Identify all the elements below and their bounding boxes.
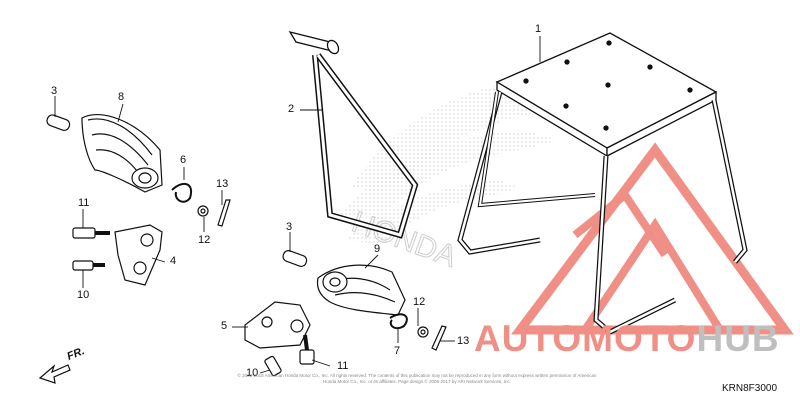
diagram-code: KRN8F3000 [722, 383, 778, 394]
leader-lines [54, 36, 541, 374]
callout-4: 4 [170, 255, 177, 267]
front-direction-arrow [38, 364, 71, 384]
stand-part-1 [457, 32, 748, 335]
callout-3-left: 3 [51, 85, 58, 97]
right-footpeg-assembly [244, 250, 447, 377]
copyright-notice: © 2002-2018 American Honda Motor Co., In… [237, 373, 597, 384]
callout-11-left: 11 [78, 197, 90, 209]
callout-10-left: 10 [77, 289, 90, 301]
callout-1: 1 [535, 23, 542, 35]
watermark-triangle-logo [511, 142, 794, 335]
callout-8: 8 [118, 91, 125, 103]
callout-11-right: 11 [337, 360, 349, 372]
callout-2: 2 [288, 103, 295, 115]
callout-7: 7 [394, 345, 401, 357]
callout-13-left: 13 [216, 178, 229, 190]
callout-3-right: 3 [286, 221, 293, 233]
callout-9: 9 [374, 243, 381, 255]
watermark-logo-text: AUTOMOTOHUB [474, 318, 780, 360]
watermark-text-primary: AUTOMOTO [474, 318, 697, 359]
lever-part-2 [288, 30, 419, 239]
callout-12-left: 12 [198, 234, 211, 246]
left-footpeg-assembly [46, 114, 231, 286]
callout-5: 5 [221, 320, 228, 332]
callout-13-right: 13 [457, 335, 470, 347]
watermark-text-secondary: HUB [696, 318, 780, 359]
callout-10-right: 10 [246, 367, 259, 379]
callout-6: 6 [180, 154, 187, 166]
callout-12-right: 12 [413, 296, 426, 308]
